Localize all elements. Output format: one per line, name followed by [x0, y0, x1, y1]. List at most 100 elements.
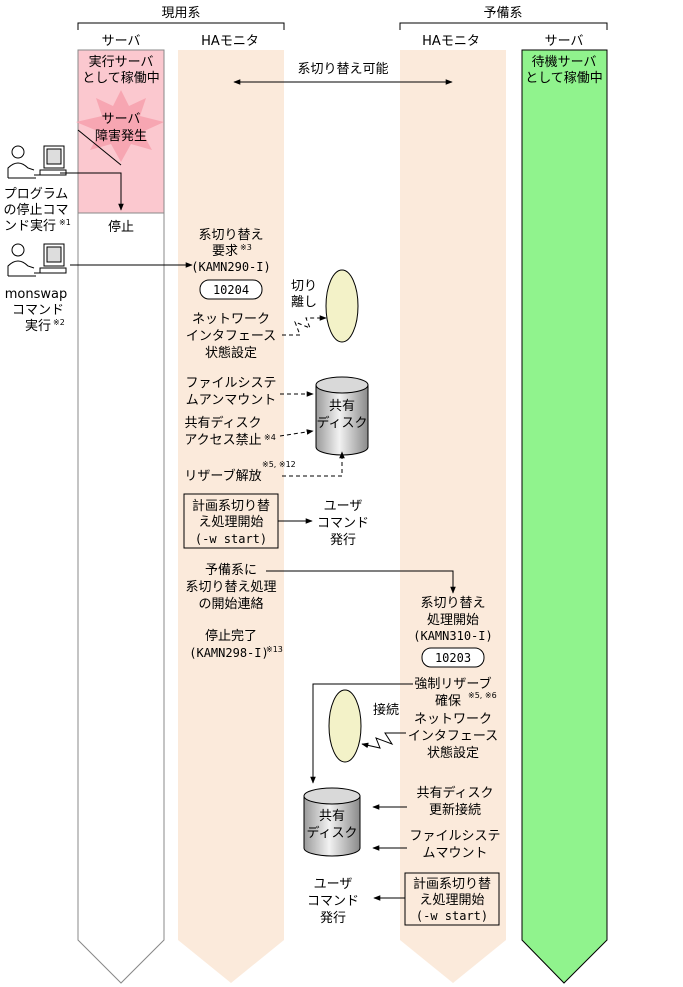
- reserve-release-note: ※5, ※12: [262, 460, 296, 469]
- disk-deny-note: ※4: [264, 433, 276, 442]
- standby-start-code: (KAMN310-I): [413, 629, 492, 643]
- server-fault-burst: [76, 90, 164, 162]
- user-cmd-standby-line2: コマンド: [307, 894, 359, 909]
- standby-network-ellipse: [328, 689, 362, 763]
- plan-box-active: [183, 493, 279, 549]
- server-left-lane-stopped: [77, 212, 165, 984]
- standby-status-line1: 待機サーバ: [532, 55, 597, 70]
- header-server-left: サーバ: [102, 34, 141, 49]
- force-reserve-line2: 確保: [435, 693, 461, 709]
- stopped-status: 停止: [108, 219, 134, 235]
- switch-request-note: ※3: [240, 243, 252, 252]
- detach-line1: 切り: [291, 279, 317, 294]
- stop-done-line1: 停止完了: [205, 628, 257, 644]
- stop-done-note: ※13: [266, 645, 283, 654]
- shared-disk-standby: [303, 787, 361, 857]
- fault-text-line1: サーバ: [102, 112, 141, 127]
- plan-box-standby: [404, 872, 500, 926]
- standby-group-bracket: [399, 22, 608, 30]
- notify-arrow: [266, 570, 456, 594]
- standby-status-line2: として稼働中: [525, 71, 603, 86]
- detach-line2: 離し: [291, 295, 317, 310]
- user-cmd-standby-line1: ユーザ: [314, 877, 353, 892]
- active-group-label: 現用系: [161, 6, 200, 21]
- network-interface-ellipse: [325, 269, 359, 343]
- detach-dashed-arrow: [282, 315, 327, 336]
- force-reserve-note: ※5, ※6: [468, 691, 497, 700]
- standby-start-pill: [421, 647, 485, 668]
- running-status-line1: 実行サーバ: [89, 54, 154, 70]
- monswap-note: ※2: [53, 318, 65, 327]
- program-stop-line3: ンド実行: [4, 218, 56, 234]
- monswap-line1: monswap: [5, 287, 67, 302]
- disk-standby-label2: ディスク: [306, 825, 357, 841]
- disk-standby-label1: 共有: [319, 809, 345, 824]
- disk-update-line1: 共有ディスク: [416, 785, 493, 801]
- header-server-right: サーバ: [545, 34, 584, 49]
- plan-standby-line3: (-w start): [416, 909, 488, 923]
- connect-arrow: [361, 732, 406, 749]
- force-reserve-arrow: [310, 683, 413, 784]
- switch-request-code: (KAMN290-I): [191, 260, 270, 274]
- standby-start-line2: 処理開始: [427, 613, 479, 628]
- fs-unmount-line2: ムアンマウント: [186, 393, 276, 408]
- notify-line3: の開始連絡: [198, 596, 263, 612]
- disk-active-label1: 共有: [329, 399, 355, 414]
- stop-done-line2: (KAMN298-I): [189, 646, 268, 660]
- net-right-line2: インタフェース: [408, 729, 498, 744]
- standby-start-pill-text: 10203: [435, 651, 471, 665]
- switch-possible-label: 系切り替え可能: [297, 62, 388, 77]
- fault-text-line2: 障害発生: [95, 128, 147, 144]
- connect-label: 接続: [373, 702, 399, 718]
- reserve-release-arrow: [282, 451, 345, 477]
- standby-group-label: 予備系: [483, 5, 522, 21]
- program-stop-arrow: [60, 172, 124, 211]
- active-group-bracket: [77, 22, 285, 30]
- standby-start-line1: 系切り替え: [420, 596, 485, 611]
- plan-standby-line1: 計画系切り替: [413, 876, 491, 892]
- running-status-line2: として稼働中: [82, 71, 160, 86]
- disk-update-line2: 更新接続: [429, 802, 481, 818]
- notify-line1: 予備系に: [205, 562, 257, 578]
- net-left-line1: ネットワーク: [192, 312, 270, 327]
- net-left-line3: 状態設定: [205, 345, 257, 361]
- net-right-line1: ネットワーク: [414, 712, 492, 727]
- header-ha-right: HAモニタ: [422, 34, 480, 49]
- switch-request-line1: 系切り替え: [198, 228, 263, 243]
- switch-request-line2: 要求: [212, 244, 238, 259]
- user-cmd-standby-line3: 発行: [320, 911, 346, 926]
- user-cmd-active-line3: 発行: [330, 533, 356, 548]
- force-reserve-line1: 強制リザーブ: [414, 676, 491, 692]
- fs-mount-line2: ムマウント: [422, 846, 487, 861]
- program-stop-note: ※1: [59, 218, 71, 227]
- disk-deny-line2: アクセス禁止: [184, 433, 261, 448]
- plan-active-line2: え処理開始: [198, 515, 263, 530]
- disk-active-label2: ディスク: [316, 415, 367, 431]
- program-stop-line1: プログラム: [4, 187, 69, 202]
- fs-mount-line1: ファイルシステ: [409, 829, 500, 844]
- ha-right-lane: [400, 50, 506, 983]
- user-cmd-active-line2: コマンド: [317, 516, 369, 531]
- program-stop-line2: の停止コマ: [3, 202, 68, 218]
- plan-active-line3: (-w start): [195, 532, 267, 546]
- notify-line2: 系切り替え処理: [185, 580, 276, 595]
- plan-active-line1: 計画系切り替: [192, 498, 270, 514]
- monswap-line2: コマンド: [12, 303, 64, 318]
- reserve-release: リザーブ解放: [184, 468, 261, 484]
- monswap-person-icon: [7, 243, 67, 277]
- net-right-line3: 状態設定: [427, 745, 479, 761]
- fs-unmount-line1: ファイルシステ: [185, 376, 276, 391]
- plan-standby-line2: え処理開始: [419, 893, 484, 908]
- switch-request-pill-text: 10204: [213, 283, 249, 297]
- monswap-line3: 実行: [25, 318, 51, 334]
- fault-link-line: [77, 129, 122, 166]
- header-ha-left: HAモニタ: [201, 34, 259, 49]
- disk-deny-line1: 共有ディスク: [184, 415, 261, 431]
- server-right-lane-standby: [521, 49, 608, 984]
- operator-person-icon: [7, 145, 67, 179]
- net-left-line2: インタフェース: [186, 329, 276, 344]
- switch-request-pill: [199, 279, 263, 300]
- disk-deny-arrow: [279, 429, 314, 437]
- user-cmd-active-line1: ユーザ: [324, 499, 363, 514]
